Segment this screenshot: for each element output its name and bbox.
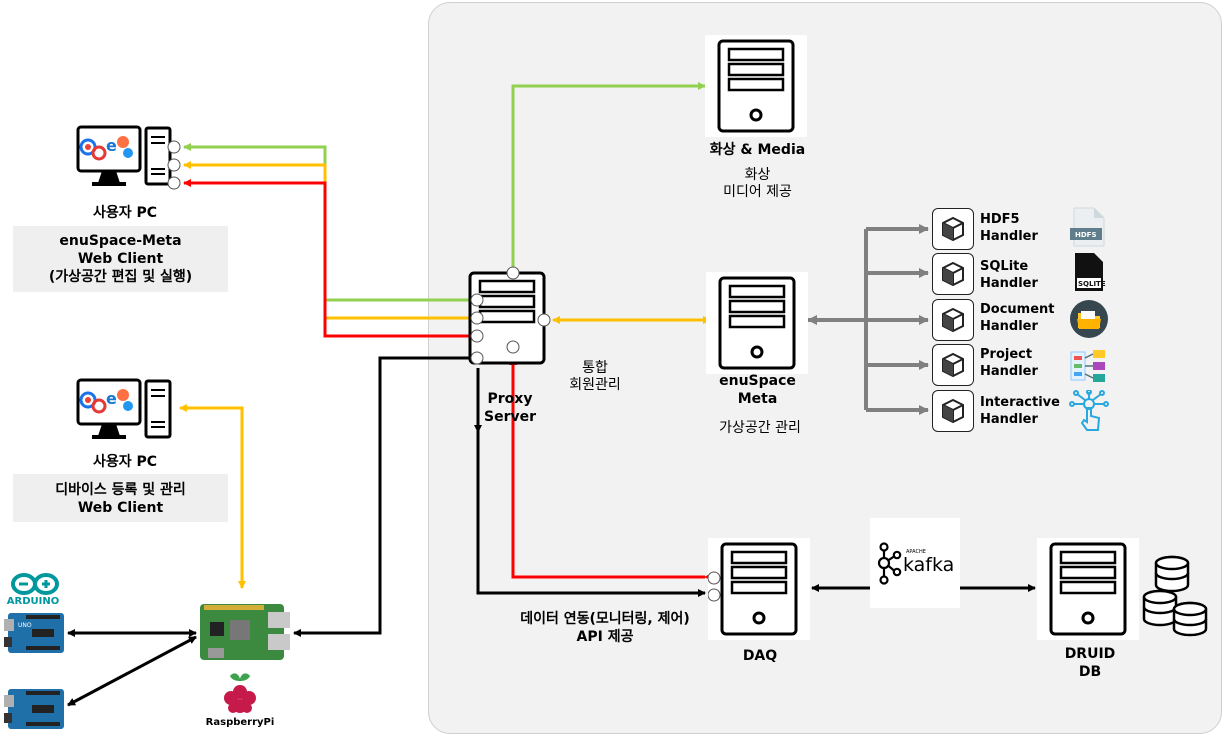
svg-text:e: e: [106, 389, 117, 408]
druid-label-2: DB: [1078, 664, 1102, 680]
druid-label-1: DRUID: [1064, 646, 1116, 662]
handler-hdf5-line1: HDF5: [980, 212, 1020, 227]
cube-icon: [932, 390, 974, 432]
kafka-logo-text: kafka: [903, 554, 955, 576]
handler-sqlite-line1: SQLite: [980, 259, 1029, 274]
hdfs-file-icon: HDFS: [1070, 207, 1105, 247]
handler-hdf5-line2: Handler: [980, 229, 1038, 244]
media-title: 화상 & Media: [709, 142, 806, 158]
svg-text:HDFS: HDFS: [1075, 231, 1097, 239]
kafka-small-text: APACHE: [906, 549, 926, 555]
media-server-icon: [705, 35, 807, 137]
daq-api-2: API 제공: [576, 629, 634, 645]
cube-icon: [932, 208, 974, 250]
proxy-label-2: Server: [483, 409, 536, 425]
line-green-pc-proxy: [183, 143, 478, 302]
handler-document-line1: Document: [980, 302, 1055, 317]
top-pc-desc-1: enuSpace-Meta: [59, 233, 182, 249]
line-yellow-pc-raspberry: [179, 404, 246, 589]
arduino-board-icon-2: [4, 689, 64, 729]
cube-icon: [932, 253, 974, 295]
line-yellow-pc-proxy: [183, 161, 478, 320]
sqlite-file-icon: SQLITE: [1075, 253, 1106, 291]
pc-monitor-icon-2: e: [76, 378, 172, 439]
raspberry-board-icon: [200, 604, 290, 660]
arduino-logo-text: ARDUINO: [6, 596, 60, 607]
svg-text:SQLITE: SQLITE: [1078, 280, 1106, 288]
meta-server-icon: [706, 272, 808, 374]
proxy-note-2: 회원관리: [569, 377, 621, 393]
line-red-daq-proxy: [509, 357, 712, 581]
handler-sqlite-line2: Handler: [980, 276, 1038, 291]
project-chart-icon: [1070, 350, 1105, 382]
svg-text:e: e: [106, 136, 117, 155]
pc-top-ports: [167, 140, 181, 190]
proxy-server-icon: [468, 266, 551, 365]
top-pc-desc-box: [13, 226, 228, 292]
pc-monitor-icon: e: [76, 125, 172, 186]
touch-network-icon: [1069, 390, 1109, 431]
bottom-pc-desc-1: 디바이스 등록 및 관리: [55, 482, 186, 498]
daq-api-1: 데이터 연동(모니터링, 제어): [520, 611, 690, 627]
line-black-arduino2-raspberry: [67, 635, 197, 707]
top-pc-desc-2: Web Client: [77, 251, 164, 267]
raspberry-logo-icon: [224, 673, 256, 713]
proxy-label-1: Proxy: [487, 391, 533, 407]
meta-label-2: Meta: [737, 391, 778, 407]
line-red-pc-proxy: [183, 179, 478, 338]
arduino-logo-icon: [11, 573, 59, 595]
top-pc-desc-3: (가상공간 편집 및 실행): [48, 269, 193, 285]
bottom-pc-desc-2: Web Client: [77, 500, 164, 516]
handler-document-line2: Handler: [980, 319, 1038, 334]
line-black-proxy-daq-2: [476, 432, 706, 597]
top-pc-title: 사용자 PC: [92, 205, 158, 221]
svg-text:UNO: UNO: [18, 622, 32, 629]
raspberry-label: RaspberryPi: [205, 717, 275, 728]
bottom-pc-title: 사용자 PC: [92, 454, 158, 470]
handler-interactive-line2: Handler: [980, 412, 1038, 427]
handler-project-line1: Project: [980, 347, 1033, 362]
proxy-note-1: 통합: [582, 360, 608, 376]
arduino-board-icon: UNO: [4, 613, 64, 653]
handler-interactive-line1: Interactive: [980, 395, 1060, 410]
daq-server-icon: [708, 538, 810, 640]
handler-project-line2: Handler: [980, 364, 1038, 379]
cube-icon: [932, 299, 974, 341]
media-desc-1: 화상: [744, 167, 771, 183]
database-stack-icon: [1142, 555, 1208, 637]
druid-server-icon: [1037, 538, 1139, 640]
line-green-proxy-media: [511, 82, 706, 272]
line-black-raspberry-proxy: [293, 356, 470, 637]
kafka-icon: [877, 542, 902, 585]
folder-icon: [1070, 300, 1108, 338]
cube-icon: [932, 344, 974, 386]
meta-desc: 가상공간 관리: [719, 420, 801, 436]
kafka-logo: APACHE kafka: [870, 518, 960, 608]
media-desc-2: 미디어 제공: [723, 184, 792, 200]
daq-title: DAQ: [742, 648, 778, 664]
meta-label-1: enuSpace: [719, 373, 796, 389]
